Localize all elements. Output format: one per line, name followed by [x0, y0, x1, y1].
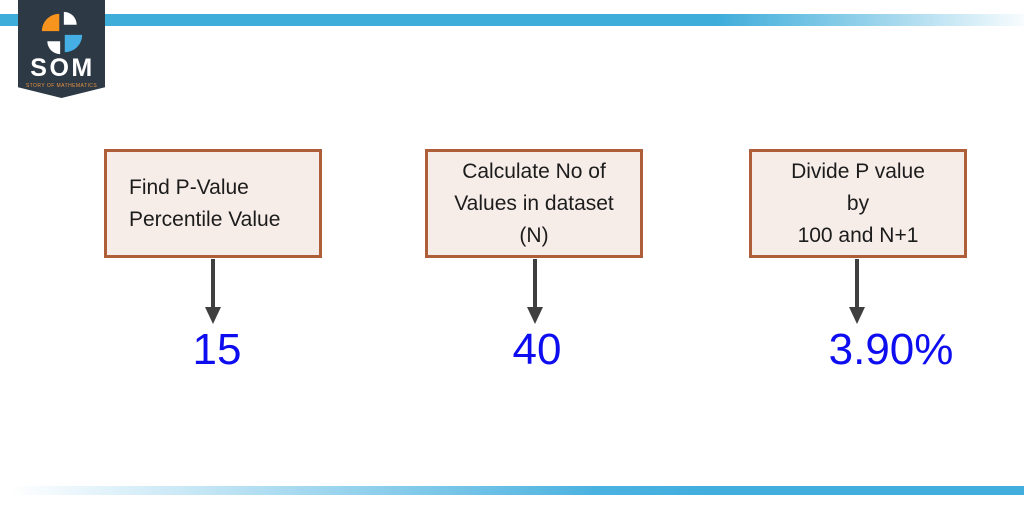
- down-arrow-icon: [527, 259, 543, 324]
- arrow-shaft: [211, 259, 215, 307]
- step-box-calculate-n: Calculate No of Values in dataset (N): [425, 149, 643, 258]
- som-logo-tagline: STORY OF MATHEMATICS: [25, 83, 98, 89]
- arrow-shaft: [533, 259, 537, 307]
- arrow-head: [527, 307, 543, 324]
- step-box-divide-p-value: Divide P value by 100 and N+1: [749, 149, 967, 258]
- step-3-line-1: Divide P value: [791, 159, 925, 183]
- step-value-result: 3.90%: [828, 325, 954, 374]
- step-2-line-1: Calculate No of: [462, 159, 606, 183]
- step-3-line-2: by: [846, 191, 870, 215]
- arrow-shaft: [855, 259, 859, 307]
- top-accent-bar: [0, 14, 1024, 26]
- bottom-accent-bar: [0, 486, 1024, 495]
- arrow-head: [849, 307, 865, 324]
- step-2-line-3: (N): [519, 223, 549, 247]
- som-logo-text: SOM: [30, 54, 95, 82]
- step-2-line-2: Values in dataset: [454, 191, 614, 215]
- step-value-percentile: 15: [192, 325, 242, 374]
- step-3-line-3: 100 and N+1: [797, 223, 919, 247]
- arrow-head: [205, 307, 221, 324]
- step-value-n: 40: [512, 325, 562, 374]
- step-box-find-p-value: Find P-Value Percentile Value: [104, 149, 322, 258]
- step-1-line-1: Find P-Value: [129, 175, 249, 199]
- down-arrow-icon: [849, 259, 865, 324]
- som-logo-banner: SOM STORY OF MATHEMATICS: [18, 0, 105, 98]
- step-1-line-2: Percentile Value: [129, 207, 281, 231]
- down-arrow-icon: [205, 259, 221, 324]
- som-pinwheel-s-icon: [41, 11, 82, 55]
